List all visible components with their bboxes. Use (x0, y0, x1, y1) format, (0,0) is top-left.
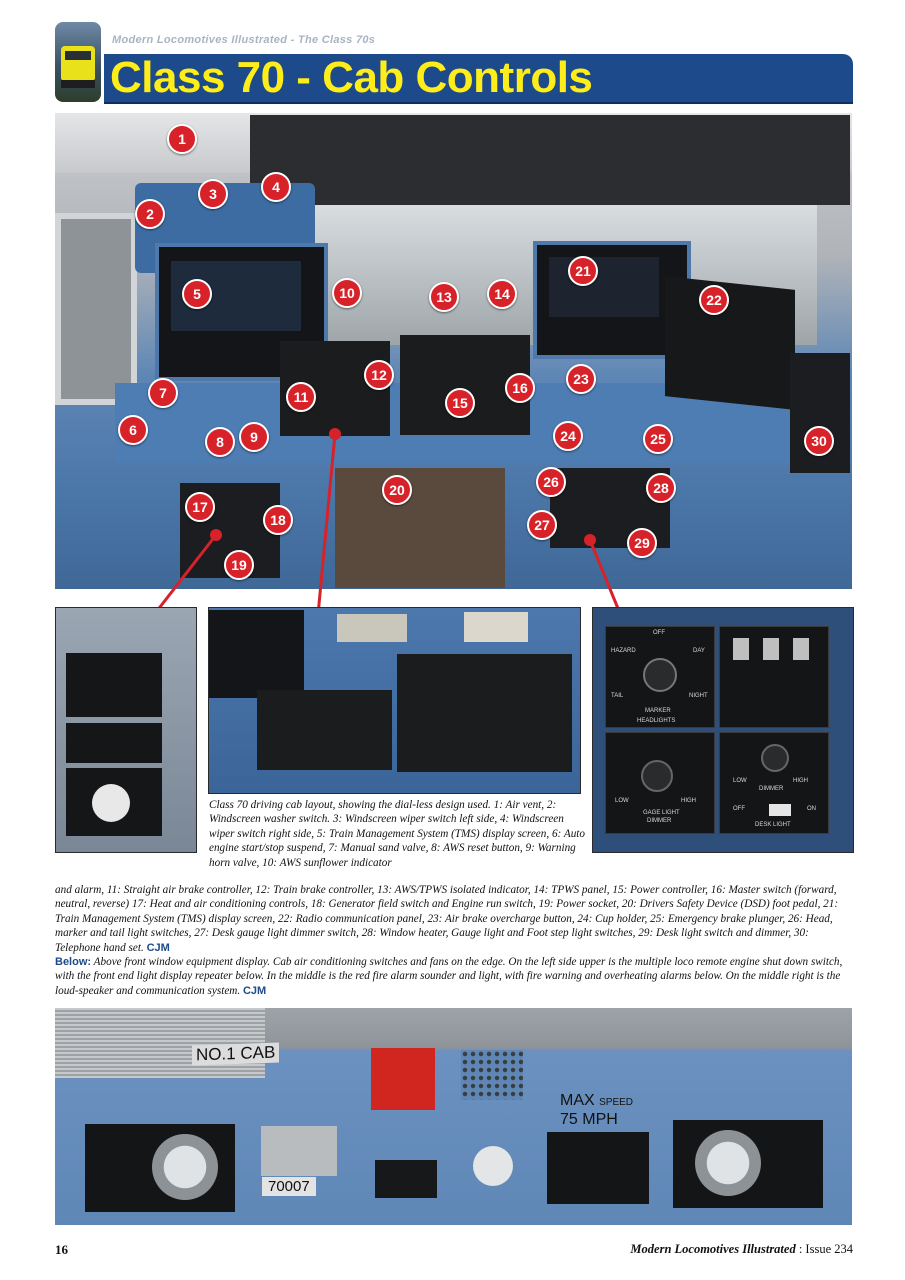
marker-8: 8 (205, 427, 235, 457)
label-gage-dimmer: DIMMER (647, 818, 672, 824)
marker-9: 9 (239, 422, 269, 452)
marker-11: 11 (286, 382, 316, 412)
marker-29: 29 (627, 528, 657, 558)
marker-30: 30 (804, 426, 834, 456)
marker-17: 17 (185, 492, 215, 522)
marker-2: 2 (135, 199, 165, 229)
marker-15: 15 (445, 388, 475, 418)
marker-27: 27 (527, 510, 557, 540)
marker-3: 3 (198, 179, 228, 209)
marker-5: 5 (182, 279, 212, 309)
caption-part2: and alarm, 11: Straight air brake contro… (55, 883, 853, 955)
headlight-rotary-switch (643, 658, 677, 692)
below-caption-credit: CJM (242, 984, 267, 997)
label-gage-high: HIGH (681, 798, 696, 804)
max-speed-value: 75 MPH (560, 1111, 618, 1128)
label-marker: MARKER (645, 708, 671, 714)
equipment-display-photo (55, 1008, 852, 1225)
title-bar (104, 54, 853, 104)
marker-4: 4 (261, 172, 291, 202)
page-title: Class 70 - Cab Controls (110, 53, 593, 102)
caption-part1: Class 70 driving cab layout, showing the… (209, 799, 585, 869)
ceiling-vent (55, 1008, 265, 1078)
below-caption-lead: Below: (55, 956, 92, 968)
gauge-dimmer-knob (641, 760, 673, 792)
marker-10: 10 (332, 278, 362, 308)
below-caption-text: Above front window equipment display. Ca… (55, 956, 843, 997)
label-tail: TAIL (611, 693, 624, 699)
magazine-name: Modern Locomotives Illustrated (630, 1242, 796, 1256)
marker-26: 26 (536, 467, 566, 497)
marker-13: 13 (429, 282, 459, 312)
footer-magazine: Modern Locomotives Illustrated : Issue 2… (630, 1242, 853, 1257)
max-speed-word: MAX (560, 1092, 595, 1109)
marker-20: 20 (382, 475, 412, 505)
below-caption: Below: Above front window equipment disp… (55, 955, 853, 998)
communication-panel (547, 1132, 649, 1204)
toggle-switch-2 (763, 638, 779, 660)
marker-6: 6 (118, 415, 148, 445)
marker-12: 12 (364, 360, 394, 390)
desk-dimmer-knob (761, 744, 789, 772)
marker-1: 1 (167, 124, 197, 154)
label-dimmer-high: HIGH (793, 778, 808, 784)
issue-number: : Issue 234 (795, 1242, 853, 1256)
marker-18: 18 (263, 505, 293, 535)
sun-blind (250, 115, 850, 205)
label-desk-off: OFF (733, 806, 745, 812)
caption-part2-text: and alarm, 11: Straight air brake contro… (55, 884, 839, 954)
inset-heat-controls (55, 607, 197, 853)
radio-panel (665, 276, 795, 410)
left-fan (152, 1134, 218, 1200)
marker-23: 23 (566, 364, 596, 394)
label-headlights: HEADLIGHTS (637, 718, 676, 724)
main-cab-photo (55, 113, 852, 589)
marker-19: 19 (224, 550, 254, 580)
speaker-grille (461, 1050, 523, 1100)
label-day: DAY (693, 648, 705, 654)
series-kicker: Modern Locomotives Illustrated - The Cla… (112, 34, 376, 46)
dsd-floor-area (335, 468, 505, 588)
desk-light-switch (769, 804, 791, 816)
label-desk-light: DESK LIGHT (755, 822, 791, 828)
right-fan (695, 1130, 761, 1196)
round-speaker (473, 1146, 513, 1186)
label-off: OFF (653, 630, 665, 636)
inset-light-switches: HAZARD OFF DAY TAIL NIGHT MARKER HEADLIG… (592, 607, 854, 853)
marker-28: 28 (646, 473, 676, 503)
label-dimmer-low: LOW (733, 778, 747, 784)
loco-number-tag: 70007 (262, 1177, 316, 1196)
label-night: NIGHT (689, 693, 708, 699)
marker-7: 7 (148, 378, 178, 408)
label-dimmer: DIMMER (759, 786, 784, 792)
marker-24: 24 (553, 421, 583, 451)
cab-number-tag: NO.1 CAB (192, 1042, 280, 1066)
inset-brake-power-controllers (208, 607, 581, 794)
label-hazard: HAZARD (611, 648, 636, 654)
toggle-switch-3 (793, 638, 809, 660)
marker-25: 25 (643, 424, 673, 454)
marker-22: 22 (699, 285, 729, 315)
side-window (55, 213, 137, 405)
header-thumbnail-locomotive (55, 22, 101, 102)
max-speed-sign: MAX SPEED 75 MPH (560, 1092, 633, 1128)
label-gage-low: LOW (615, 798, 629, 804)
label-desk-on: ON (807, 806, 816, 812)
marker-16: 16 (505, 373, 535, 403)
marker-14: 14 (487, 279, 517, 309)
fire-alarm-sounder (371, 1048, 435, 1110)
toggle-switch-1 (733, 638, 749, 660)
caption-credit: CJM (146, 941, 170, 954)
max-speed-small: SPEED (599, 1097, 634, 1108)
page-number: 16 (55, 1242, 68, 1257)
light-display-repeater (261, 1126, 337, 1176)
alarm-indicator-panel (375, 1160, 437, 1198)
label-gage-light: GAGE LIGHT (643, 810, 680, 816)
marker-21: 21 (568, 256, 598, 286)
